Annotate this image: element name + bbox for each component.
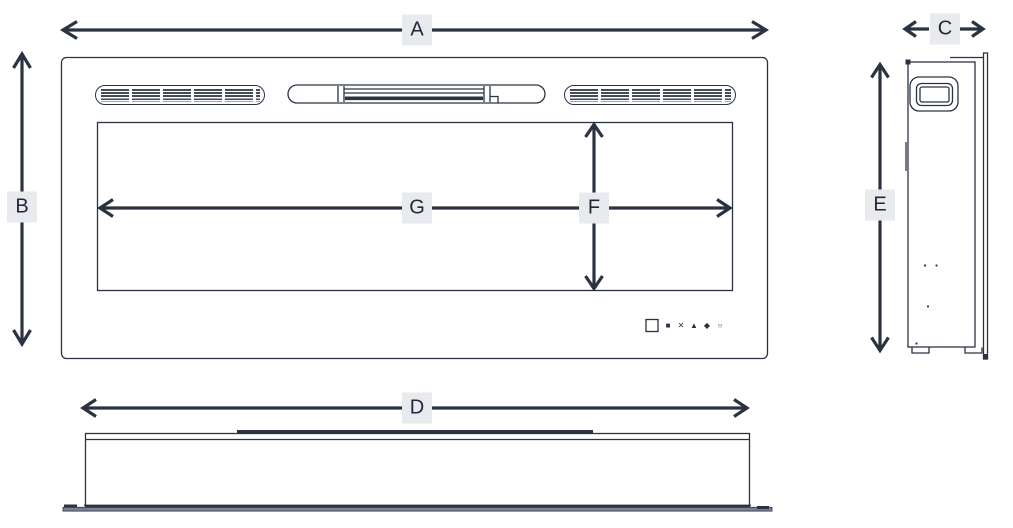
dimension-arrow-c [902,20,986,38]
control-icon-4: ◆ [703,321,711,330]
control-icon-2: ✕ [677,321,685,330]
dimension-label-e: E [865,189,895,221]
side-view-body-outline [907,61,976,348]
control-icon-3: ▲ [690,321,698,330]
base-plate-left-cap [64,504,77,508]
dimension-label-g: G [402,192,432,224]
display-window-icon [645,318,659,333]
dimension-label-a: A [402,14,432,46]
screw-dot-2 [935,264,938,267]
slot-step-detail [490,95,499,103]
side-outlet-box [909,76,959,112]
front-view-outline [60,56,769,360]
heater-outlet-slot [287,84,546,104]
dimension-arrows [12,20,986,418]
screw-dot-3 [926,305,930,308]
outlet-box-mid [915,82,954,107]
control-icon-1: ■ [665,321,671,330]
outlet-box-outer [909,76,959,112]
slot-element-bar [345,96,483,101]
recessed-top-segment [237,430,593,434]
side-view [905,52,989,360]
right-foot [964,347,983,354]
screw-dot-1 [923,264,927,267]
flange-foot [983,354,988,359]
bottom-view [62,430,773,512]
screw-dot-4 [915,342,918,345]
dimension-label-b: B [7,191,37,223]
base-plate-right-cap [757,506,769,509]
firebox-window-outline [96,121,734,292]
bottom-view-body-outline [84,432,751,508]
left-vent-grille [95,85,265,105]
dimension-label-d: D [402,392,432,424]
dimension-label-f: F [579,192,609,224]
left-foot [911,347,930,354]
front-flange-edge [982,52,989,360]
front-view [60,56,769,360]
dimension-label-c: C [930,13,960,45]
outlet-box-inner [919,86,950,103]
control-panel [645,318,659,333]
right-vent-grille [564,85,736,105]
control-icon-5: ○ [717,321,723,330]
base-flange-plate [62,506,773,512]
heater-slot-outline [287,84,546,104]
corner-mark [905,59,911,65]
